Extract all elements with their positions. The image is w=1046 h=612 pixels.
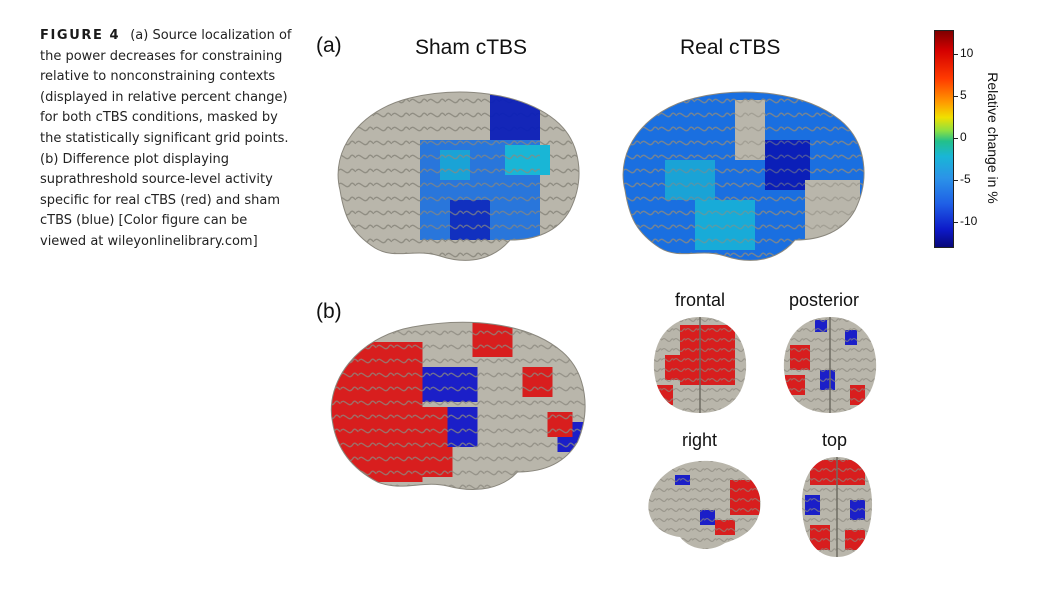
colorbar-tick-label: 10: [960, 46, 974, 60]
view-label-posterior: posterior: [789, 290, 860, 310]
colorbar-tick: [953, 138, 958, 139]
view-label-frontal: frontal: [675, 290, 726, 310]
condition-real-label: Real cTBS: [680, 36, 781, 59]
colorbar-tick: [953, 96, 958, 97]
colorbar: [934, 30, 954, 248]
panel-b-label: (b): [316, 300, 342, 323]
colorbar-tick-label: -5: [960, 172, 971, 186]
figure-caption: FIGURE 4(a) Source localization of the p…: [40, 26, 292, 253]
brain-difference-lateral: [330, 321, 586, 490]
brain-real-lateral: [622, 91, 865, 261]
colorbar-tick-label: -10: [960, 214, 978, 228]
colorbar-title: Relative change in %: [985, 72, 1001, 204]
colorbar-tick-label: 0: [960, 130, 967, 144]
colorbar-tick: [953, 54, 958, 55]
colorbar-tick: [953, 180, 958, 181]
brain-sham-lateral: [337, 91, 580, 261]
brain-right-view: [648, 460, 761, 549]
colorbar-tick: [953, 222, 958, 223]
brain-frontal-view: [653, 317, 747, 413]
figure-label: FIGURE 4: [40, 28, 121, 43]
colorbar-tick-label: 5: [960, 88, 967, 102]
brain-posterior-view: [783, 317, 877, 413]
brain-top-view: [801, 457, 873, 557]
panel-a-label: (a): [316, 34, 342, 57]
view-label-right: right: [682, 430, 718, 450]
condition-sham-label: Sham cTBS: [415, 36, 528, 59]
view-label-top: top: [822, 430, 848, 450]
caption-text: (a) Source localization of the power dec…: [40, 28, 292, 249]
